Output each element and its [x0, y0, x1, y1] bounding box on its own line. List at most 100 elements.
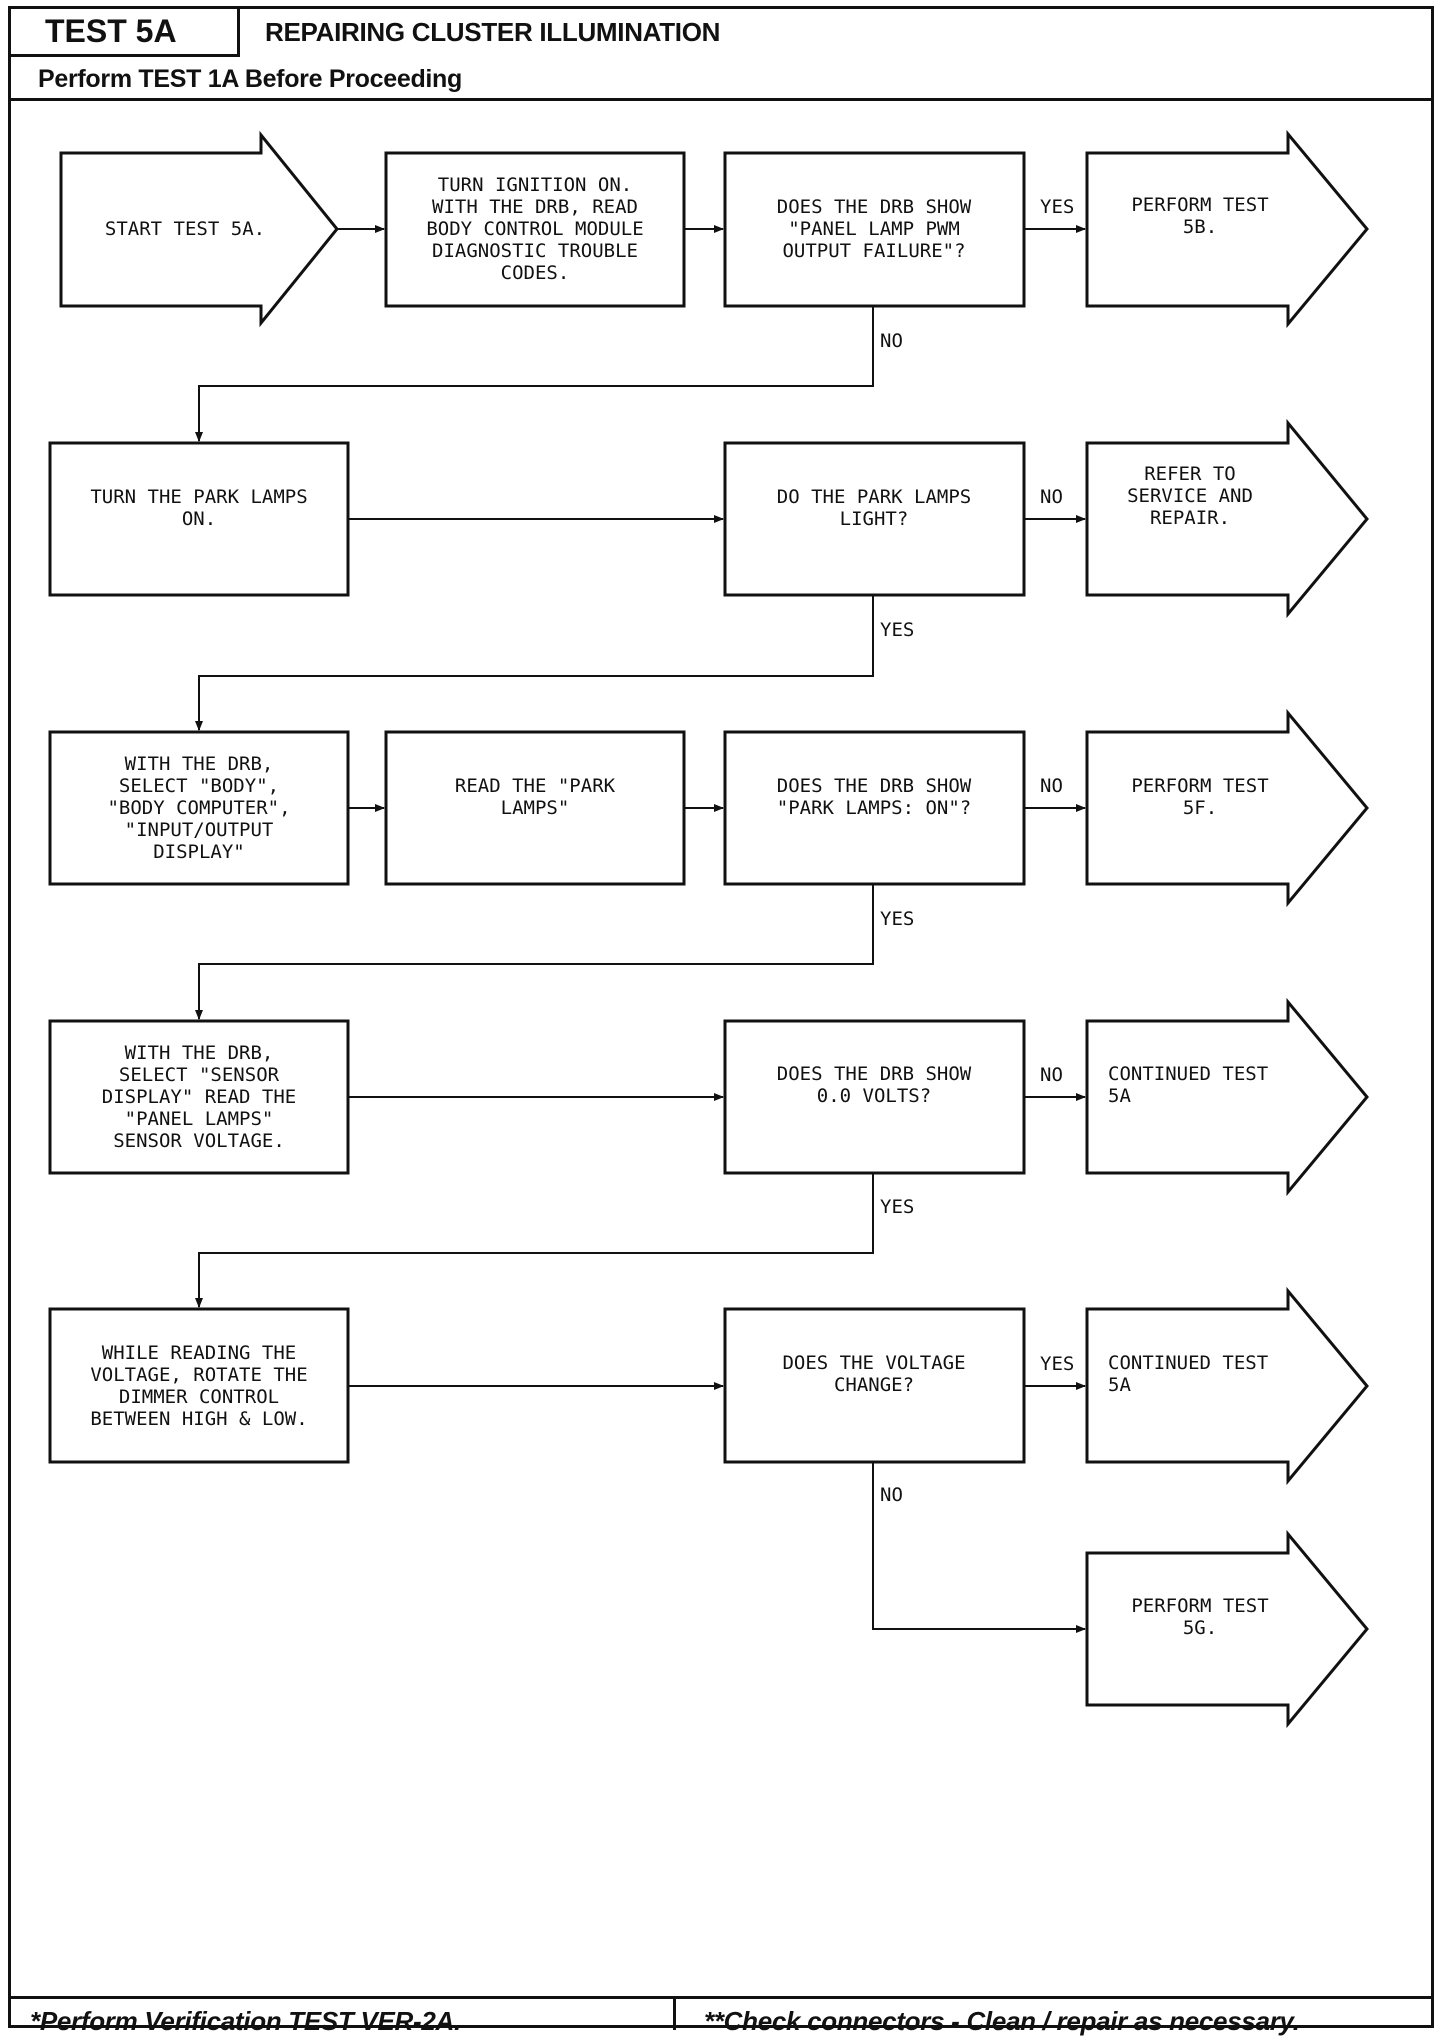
node-text-line: "PANEL LAMP PWM [788, 218, 960, 240]
arrow-park-on-yes [195, 884, 874, 1020]
node-text-line: SENSOR VOLTAGE. [113, 1130, 285, 1152]
node-text-line: TURN IGNITION ON. [438, 174, 632, 196]
node-text-line: WITH THE DRB, [125, 1042, 274, 1064]
node-text-line: PERFORM TEST [1131, 1595, 1268, 1617]
park-lamps-on-box [48, 441, 350, 597]
node-text-line: 5G. [1183, 1617, 1217, 1639]
select-body-box [48, 730, 350, 886]
continued-5a-arrow-1 [1085, 997, 1369, 1197]
refer-service-arrow [1085, 418, 1369, 619]
node-text-line: DO THE PARK LAMPS [777, 486, 971, 508]
node-text-line: BETWEEN HIGH & LOW. [90, 1408, 307, 1430]
node-text-line: REFER TO [1144, 463, 1236, 485]
node-text-line: 5A [1108, 1374, 1131, 1396]
test-5f-arrow [1085, 708, 1369, 908]
edge-label-no: NO [1040, 1064, 1063, 1086]
node-text-line: ON. [182, 508, 216, 530]
node-text-line: DISPLAY" [153, 841, 245, 863]
prerequisite-note: Perform TEST 1A Before Proceeding [38, 65, 462, 93]
read-park-box [384, 730, 686, 886]
node-text-line: DIAGNOSTIC TROUBLE [432, 240, 638, 262]
arrow-pwm-no [195, 306, 874, 442]
arrow-volts-yes [195, 1173, 874, 1308]
node-text-line: "PARK LAMPS: ON"? [777, 797, 971, 819]
arrow-light-yes [195, 595, 874, 731]
page-title: REPAIRING CLUSTER ILLUMINATION [265, 17, 721, 47]
node-text-line: WITH THE DRB, READ [432, 196, 638, 218]
node-text-line: WITH THE DRB, [125, 753, 274, 775]
node-text-line: 0.0 VOLTS? [817, 1085, 931, 1107]
node-text-line: PERFORM TEST [1131, 194, 1268, 216]
start-test-label: START TEST 5A. [105, 218, 265, 240]
footer-verification-note: *Perform Verification TEST VER-2A. [30, 2006, 461, 2036]
test-id: TEST 5A [11, 9, 240, 57]
header-divider [11, 98, 1431, 101]
node-text-line: DIMMER CONTROL [119, 1386, 279, 1408]
edge-label-yes: YES [880, 619, 914, 641]
edge-label-no: NO [1040, 775, 1063, 797]
node-text-line: "INPUT/OUTPUT [125, 819, 274, 841]
edge-label-yes: YES [880, 1196, 914, 1218]
rotate-dimmer-box [48, 1307, 350, 1464]
footer-divider [8, 1996, 1434, 1999]
node-text-line: WHILE READING THE [102, 1342, 296, 1364]
node-text-line: 5B. [1183, 216, 1217, 238]
node-text-line: TURN THE PARK LAMPS [90, 486, 307, 508]
park-on-question-text: DOES THE DRB SHOW"PARK LAMPS: ON"? [777, 775, 972, 819]
continued-5a-arrow-2 [1085, 1286, 1369, 1486]
node-text-line: 5F. [1183, 797, 1217, 819]
footer-connectors-note: **Check connectors - Clean / repair as n… [704, 2006, 1300, 2036]
node-text-line: "BODY COMPUTER", [107, 797, 290, 819]
node-text-line: CHANGE? [834, 1374, 914, 1396]
node-text-line: SELECT "SENSOR [119, 1064, 280, 1086]
diagnostic-page: TEST 5A REPAIRING CLUSTER ILLUMINATION P… [8, 6, 1434, 2028]
node-text-line: LIGHT? [840, 508, 909, 530]
node-text-line: BODY CONTROL MODULE [426, 218, 643, 240]
node-text-line: DOES THE DRB SHOW [777, 1063, 972, 1085]
edge-label-no: NO [880, 1484, 903, 1506]
test-5g-arrow [1085, 1529, 1369, 1729]
select-body-text: WITH THE DRB,SELECT "BODY","BODY COMPUTE… [107, 753, 290, 863]
node-text-line: 5A [1108, 1085, 1131, 1107]
edge-label-yes: YES [1040, 1353, 1074, 1375]
node-text-line: CONTINUED TEST [1108, 1352, 1268, 1374]
park-on-question-box [723, 730, 1026, 886]
node-text-line: DOES THE DRB SHOW [777, 775, 972, 797]
node-text-line: READ THE "PARK [455, 775, 616, 797]
edge-label-no: NO [880, 330, 903, 352]
node-text-line: OUTPUT FAILURE"? [782, 240, 965, 262]
node-text-line: SELECT "BODY", [119, 775, 279, 797]
start-arrow [59, 130, 339, 328]
node-text-line: "PANEL LAMPS" [125, 1108, 274, 1130]
node-text-line: VOLTAGE, ROTATE THE [90, 1364, 307, 1386]
node-text-line: CONTINUED TEST [1108, 1063, 1268, 1085]
node-text-line: DISPLAY" READ THE [102, 1086, 296, 1108]
footer-separator [673, 1996, 676, 2030]
volts-question-box [723, 1019, 1026, 1175]
edge-label-no: NO [1040, 486, 1063, 508]
node-text-line: REPAIR. [1150, 507, 1230, 529]
voltage-change-question-box [723, 1307, 1026, 1464]
node-text-line: CODES. [501, 262, 570, 284]
node-text-line: DOES THE DRB SHOW [777, 196, 972, 218]
arrow-change-no [872, 1462, 1086, 1633]
node-text-line: DOES THE VOLTAGE [782, 1352, 965, 1374]
edge-label-yes: YES [880, 908, 914, 930]
node-text-line: PERFORM TEST [1131, 775, 1268, 797]
node-text-line: START TEST 5A. [105, 218, 265, 240]
